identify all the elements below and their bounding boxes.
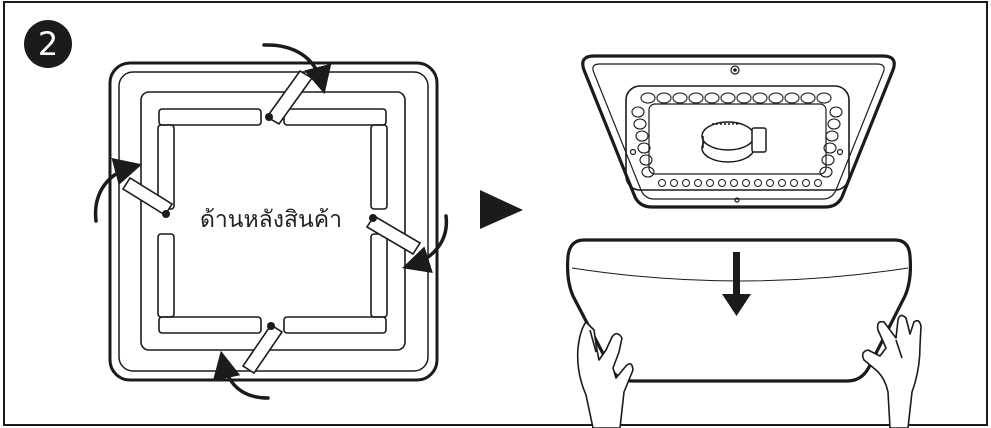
arrow-down-icon (722, 252, 751, 316)
mounting-clip-top (265, 69, 314, 126)
rotate-arrow-bottom (212, 350, 270, 400)
rotate-arrow-right (401, 214, 449, 274)
step-number: 2 (37, 25, 59, 63)
lamp-base-view (581, 54, 896, 209)
rotate-arrow-left (93, 158, 143, 223)
led-board-inner (648, 103, 827, 175)
lamp-back-view (108, 61, 439, 382)
product-back-label: ด้านหลังสินค้า (199, 207, 343, 233)
left-hand (576, 321, 634, 428)
mounting-screws (629, 65, 844, 203)
led-column-right (819, 106, 843, 178)
led-board (625, 85, 850, 191)
led-row-top (640, 92, 832, 104)
rotate-arrows (93, 43, 449, 400)
mounting-clip-left (121, 176, 174, 218)
led-row-bottom (658, 179, 822, 187)
lamp-outer-frame (108, 61, 439, 382)
mounting-clip-bottom (241, 322, 284, 375)
triangle-right-icon (480, 190, 523, 229)
channel-segments (157, 108, 388, 334)
rotate-arrow-top (262, 43, 332, 95)
diagram-border (3, 1, 988, 426)
step-number-badge: 2 (24, 20, 72, 68)
lamp-base-inner-rim (592, 63, 885, 200)
lamp-inner-frame (118, 71, 429, 372)
led-column-left (631, 106, 655, 178)
right-hand (861, 314, 922, 428)
led-driver (701, 121, 767, 163)
lamp-mount-plate (140, 91, 406, 351)
